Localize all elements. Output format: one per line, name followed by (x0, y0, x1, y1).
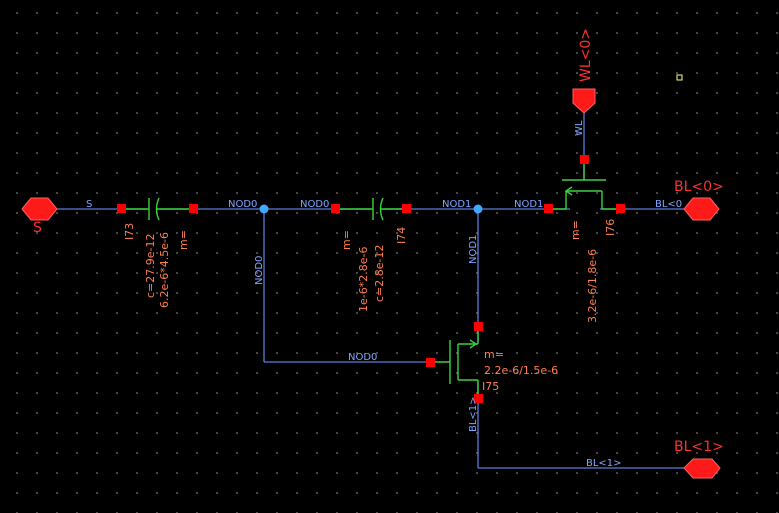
i76-instance-name: I76 (604, 219, 617, 236)
pin-bl1[interactable] (683, 458, 721, 479)
net-label-bl1-vert: BL<1> (468, 396, 479, 432)
i74-param-c: c=2.8e-12 (373, 245, 386, 303)
pin-label-wl: WL<0> (578, 28, 594, 82)
terminal-i74-minus[interactable] (402, 204, 411, 213)
i74-instance-name: I74 (395, 227, 408, 244)
terminal-i76-source[interactable] (544, 204, 553, 213)
net-label-wl-vert: WL (574, 120, 585, 136)
terminal-i75-gate[interactable] (426, 358, 435, 367)
capacitor-i73[interactable] (121, 197, 193, 221)
net-label-nod0-b: NOD0 (300, 199, 329, 210)
pin-label-s: S (33, 220, 42, 236)
pin-wl[interactable] (572, 88, 596, 114)
net-label-bl1: BL<1> (586, 458, 622, 469)
pin-label-bl1: BL<1> (674, 439, 724, 455)
i73-param-c: c=27.9e-12 (144, 234, 157, 299)
transistor-i76[interactable] (548, 160, 620, 210)
net-label-nod0-vert: NOD0 (254, 256, 265, 285)
net-label-nod1-a: NOD1 (442, 199, 471, 210)
pin-s[interactable] (21, 197, 58, 221)
i74-param-m: m= (340, 230, 353, 250)
net-label-nod1-b: NOD1 (514, 199, 543, 210)
terminal-i73-minus[interactable] (189, 204, 198, 213)
net-label-nod0-gate: NOD0 (348, 352, 377, 363)
terminals (117, 155, 625, 403)
terminal-i74-plus[interactable] (331, 204, 340, 213)
net-label-bl0: BL<0 (655, 199, 682, 210)
terminal-i73-plus[interactable] (117, 204, 126, 213)
net-label-nod1-vert: NOD1 (468, 235, 479, 264)
terminal-i75-source[interactable] (474, 394, 483, 403)
i75-instance-name: I75 (482, 380, 499, 393)
i76-param-size: 3.2e-6/1.8e-6 (586, 249, 599, 323)
i76-param-m: m= (569, 220, 582, 240)
terminal-i76-drain[interactable] (616, 204, 625, 213)
i75-param-size: 2.2e-6/1.5e-6 (484, 364, 558, 377)
terminal-i76-gate[interactable] (580, 155, 589, 164)
pin-label-bl0: BL<0> (674, 179, 724, 195)
terminal-i75-drain[interactable] (474, 322, 483, 331)
pin-bl0[interactable] (683, 197, 720, 221)
i74-param-size: 1e-6*2.8e-6 (357, 247, 370, 312)
i73-param-m: m= (177, 230, 190, 250)
selection-marker (676, 74, 683, 81)
capacitor-i74[interactable] (335, 197, 406, 221)
junction-nod1[interactable] (473, 204, 483, 214)
net-label-s: S (86, 199, 92, 210)
i73-param-size: 6.2e-6*4.5e-6 (158, 232, 171, 308)
i73-instance-name: I73 (123, 223, 136, 240)
junction-nod0[interactable] (259, 204, 269, 214)
i75-param-m: m= (484, 348, 504, 361)
transistor-i75[interactable] (430, 327, 479, 398)
net-label-nod0-a: NOD0 (228, 199, 257, 210)
